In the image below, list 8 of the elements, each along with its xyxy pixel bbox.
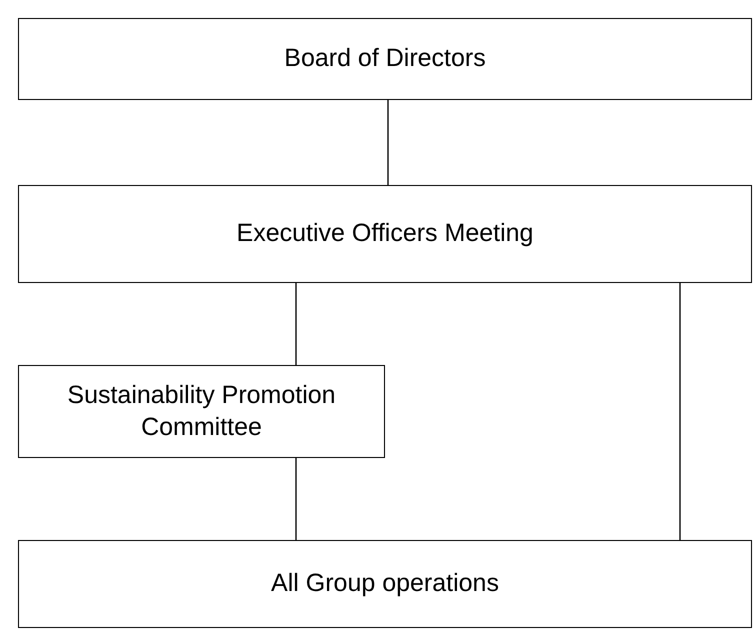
connector-line [387,100,389,185]
org-box: Executive Officers Meeting [18,185,752,283]
org-box: All Group operations [18,540,752,628]
org-box: Sustainability Promotion Committee [18,365,385,458]
connector-line [295,458,297,540]
connector-line [679,283,681,540]
connector-line [295,283,297,365]
org-box: Board of Directors [18,18,752,100]
